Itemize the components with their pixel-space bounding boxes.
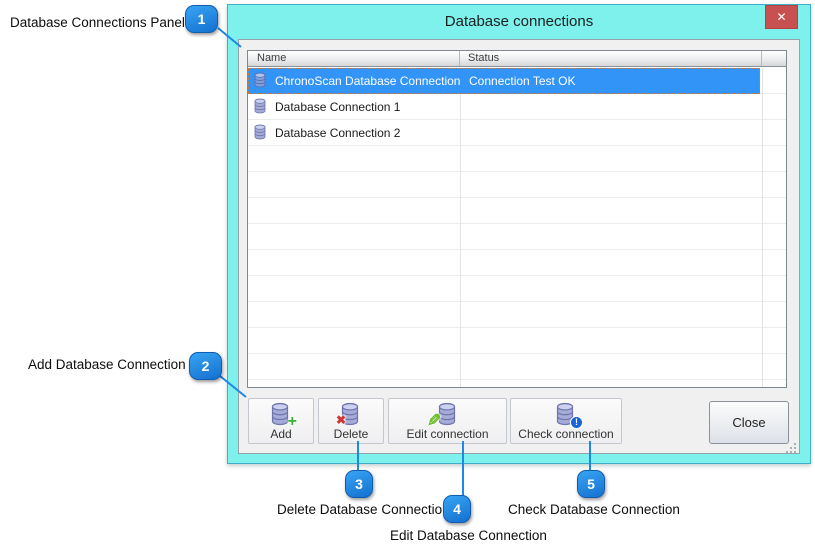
column-header-extra [762, 51, 786, 66]
delete-button-label: Delete [333, 427, 369, 441]
column-header-name[interactable]: Name [248, 51, 460, 66]
check-button-label: Check connection [518, 427, 614, 441]
edit-button-label: Edit connection [406, 427, 489, 441]
edit-connection-button[interactable]: ✎ Edit connection [388, 398, 507, 444]
column-header-status[interactable]: Status [460, 51, 762, 66]
callout-badge-5: 5 [577, 470, 605, 498]
callout-badge-4: 4 [443, 495, 471, 523]
database-add-icon: + [268, 402, 297, 430]
database-icon [252, 124, 268, 143]
list-header: Name Status [248, 51, 786, 67]
connections-list: Name Status [247, 50, 787, 388]
database-edit-icon: ✎ [427, 402, 461, 430]
database-delete-icon: ✖ [336, 402, 364, 427]
callout-label-edit: Edit Database Connection [390, 528, 547, 543]
database-connections-dialog: Database connections ✕ Name Status [227, 4, 811, 464]
close-icon[interactable]: ✕ [765, 5, 798, 29]
table-row[interactable]: Database Connection 1 [248, 94, 760, 120]
callout-label-delete: Delete Database Connection [277, 502, 450, 517]
close-button-label: Close [732, 415, 766, 430]
add-button-label: Add [270, 427, 292, 441]
plus-overlay-icon: + [287, 413, 297, 430]
callout-label-check: Check Database Connection [508, 502, 680, 517]
dialog-title: Database connections [444, 13, 594, 30]
connection-name: Database Connection 1 [275, 100, 401, 114]
dialog-titlebar[interactable]: Database connections [228, 5, 810, 39]
database-check-icon: ! [553, 402, 583, 429]
connection-name: Database Connection 2 [275, 126, 401, 140]
resize-grip-icon[interactable] [785, 442, 797, 454]
callout-badge-3: 3 [345, 470, 373, 498]
callout-label-panel: Database Connections Panel [10, 15, 185, 30]
delete-button[interactable]: ✖ Delete [318, 398, 384, 444]
callout-label-add: Add Database Connection [28, 357, 186, 372]
callout-badge-1: 1 [185, 5, 218, 33]
database-icon [252, 98, 268, 117]
pencil-overlay-icon: ✎ [426, 411, 441, 430]
close-button[interactable]: Close [709, 401, 789, 444]
delete-overlay-icon: ✖ [336, 413, 347, 427]
connection-name: ChronoScan Database Connection [275, 74, 461, 88]
table-row[interactable]: Database Connection 2 [248, 120, 760, 146]
column-divider [460, 68, 461, 387]
callout-badge-2: 2 [189, 352, 222, 380]
table-row-selected[interactable]: ChronoScan Database Connection Connectio… [248, 68, 760, 94]
list-body: ChronoScan Database Connection Connectio… [248, 68, 786, 387]
database-icon [252, 72, 268, 91]
connection-status: Connection Test OK [469, 74, 576, 88]
add-button[interactable]: + Add [248, 398, 314, 444]
dialog-content-panel: Name Status [238, 39, 800, 454]
info-overlay-icon: ! [570, 416, 583, 429]
column-divider [762, 68, 763, 387]
check-connection-button[interactable]: ! Check connection [510, 398, 622, 444]
